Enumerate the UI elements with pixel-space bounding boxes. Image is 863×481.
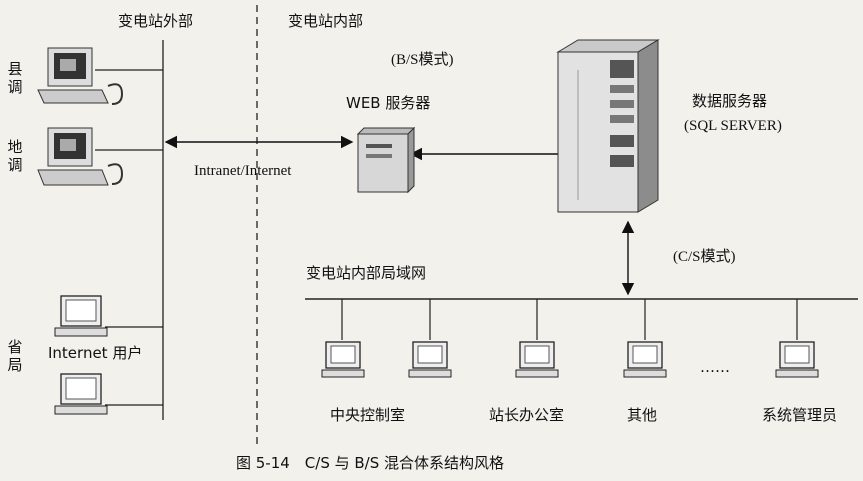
client-pc-2-icon <box>408 341 452 378</box>
client-label: 中央控制室 <box>330 406 406 424</box>
inside-region-label: 变电站内部 <box>288 12 364 30</box>
figure-caption: 图 5-14 C/S 与 B/S 混合体系结构风格 <box>236 454 505 472</box>
district-workstation-icon <box>37 127 124 186</box>
county-label: 县调 <box>7 60 23 96</box>
province-label: 省局 <box>7 338 23 374</box>
data-server-label: 数据服务器 <box>692 92 768 110</box>
client-label: 站长办公室 <box>489 406 565 424</box>
district-label: 地调 <box>7 138 23 174</box>
intranet-label: Intranet/Internet <box>194 163 292 179</box>
client-pc-4-icon <box>623 341 667 378</box>
lan-label: 变电站内部局域网 <box>306 264 427 282</box>
internet-user-pc-1-icon <box>54 295 108 337</box>
client-pc-1-icon <box>321 341 365 378</box>
web-server-label: WEB 服务器 <box>346 94 431 112</box>
internet-user-pc-2-icon <box>54 373 108 415</box>
client-pc-5-icon <box>775 341 819 378</box>
data-server-icon <box>556 39 660 213</box>
client-label: 系统管理员 <box>762 406 838 424</box>
ellipsis-label: …… <box>700 358 730 376</box>
bs-mode-label: (B/S模式) <box>391 52 454 68</box>
sql-server-label: (SQL SERVER) <box>684 118 782 134</box>
outside-region-label: 变电站外部 <box>118 12 194 30</box>
client-pc-3-icon <box>515 341 559 378</box>
county-workstation-icon <box>37 47 124 105</box>
internet-user-label: Internet 用户 <box>48 344 143 362</box>
cs-mode-label: (C/S模式) <box>673 249 736 265</box>
web-server-icon <box>356 126 416 194</box>
client-label: 其他 <box>627 406 658 424</box>
